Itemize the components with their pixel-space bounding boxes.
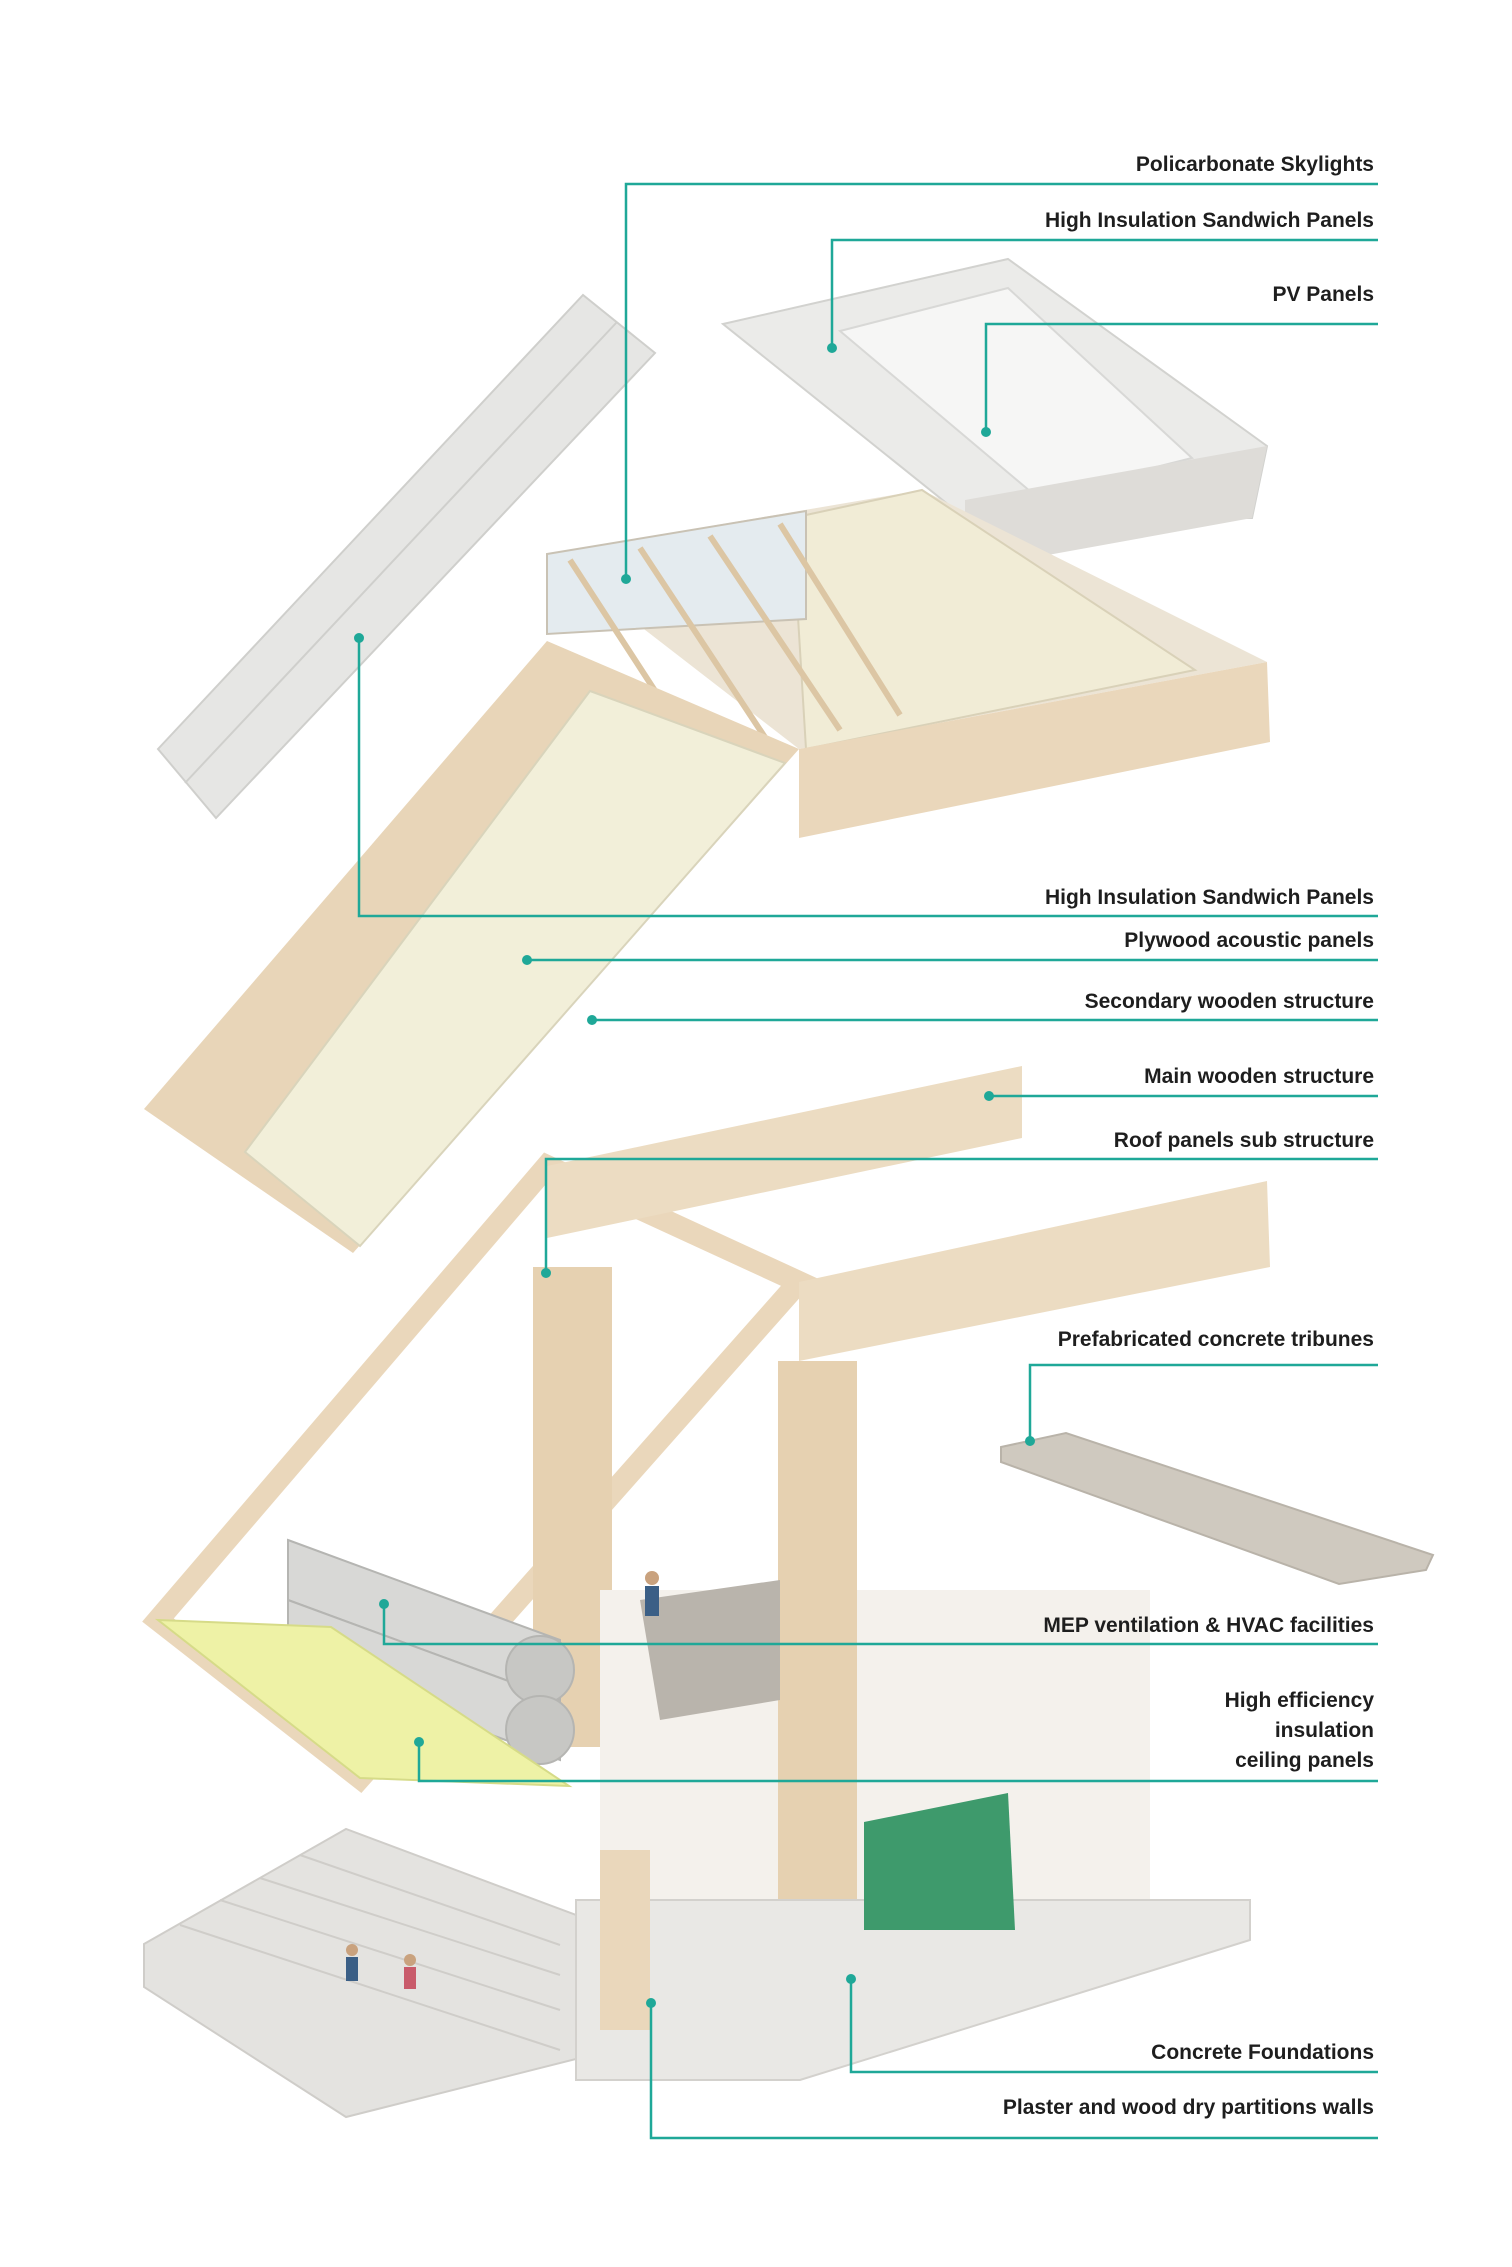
leader-mep <box>382 1604 1378 1646</box>
label-line: High efficiency <box>1224 1689 1374 1712</box>
main-beam-lower <box>799 1181 1270 1361</box>
label-slope-sandwich-panels: High Insulation Sandwich Panels <box>1044 886 1374 909</box>
insulation-ceiling-panels <box>154 1618 573 1788</box>
roof-edge <box>965 446 1267 570</box>
bleacher-steps <box>179 1854 561 2051</box>
leader-ceiling <box>417 1742 1378 1783</box>
concrete-foundations <box>575 1899 1251 2081</box>
leader-dots <box>354 343 1035 2008</box>
leader-pv <box>984 322 1378 432</box>
label-line: ceiling panels <box>1235 1749 1374 1772</box>
label-skylights: Policarbonate Skylights <box>1135 153 1374 176</box>
people-figures <box>346 1571 659 1989</box>
leader-lines <box>357 182 1378 2140</box>
leader-roof-sandwich <box>830 238 1378 348</box>
label-secondary-wooden-structure: Secondary wooden structure <box>1084 990 1374 1013</box>
mep-ducts <box>287 1538 575 1765</box>
skylight-glass <box>546 509 807 636</box>
leader-tribunes <box>1028 1363 1378 1441</box>
upper-slab <box>640 1580 780 1720</box>
label-partition-walls: Plaster and wood dry partitions walls <box>1002 2096 1374 2119</box>
panel-seam <box>184 321 618 784</box>
label-main-wooden-structure: Main wooden structure <box>1144 1065 1374 1088</box>
leader-partitions <box>649 2003 1378 2140</box>
concrete-bleachers <box>143 1827 577 2119</box>
label-concrete-tribunes: Prefabricated concrete tribunes <box>1057 1328 1374 1351</box>
label-pv-panels: PV Panels <box>1272 283 1374 306</box>
label-roof-sandwich-panels: High Insulation Sandwich Panels <box>1044 209 1374 232</box>
label-line: insulation <box>1274 1719 1374 1742</box>
prefabricated-tribunes <box>1000 1431 1435 1586</box>
label-plywood-acoustic-panels: Plywood acoustic panels <box>1124 929 1374 952</box>
label-roof-panels-sub-structure: Roof panels sub structure <box>1113 1129 1374 1152</box>
plywood-acoustic-panels <box>243 689 787 1248</box>
label-insulation-ceiling-panels: High efficiency insulation ceiling panel… <box>1225 1686 1374 1776</box>
left-sandwich-panel <box>156 293 657 820</box>
label-concrete-foundations: Concrete Foundations <box>1151 2041 1374 2064</box>
leader-slope-sandwich <box>357 638 1378 918</box>
label-mep-hvac: MEP ventilation & HVAC facilities <box>1043 1614 1374 1637</box>
roof-beam-box <box>799 662 1270 838</box>
leader-roof-sub <box>544 1157 1378 1273</box>
column-right <box>778 1361 857 1973</box>
green-partitions <box>864 1793 1015 1930</box>
leader-foundations <box>849 1979 1378 2074</box>
pv-panels <box>837 286 1195 499</box>
leader-skylights <box>624 182 1378 579</box>
partition-wall <box>600 1850 650 2030</box>
main-beam-upper <box>547 1066 1022 1238</box>
